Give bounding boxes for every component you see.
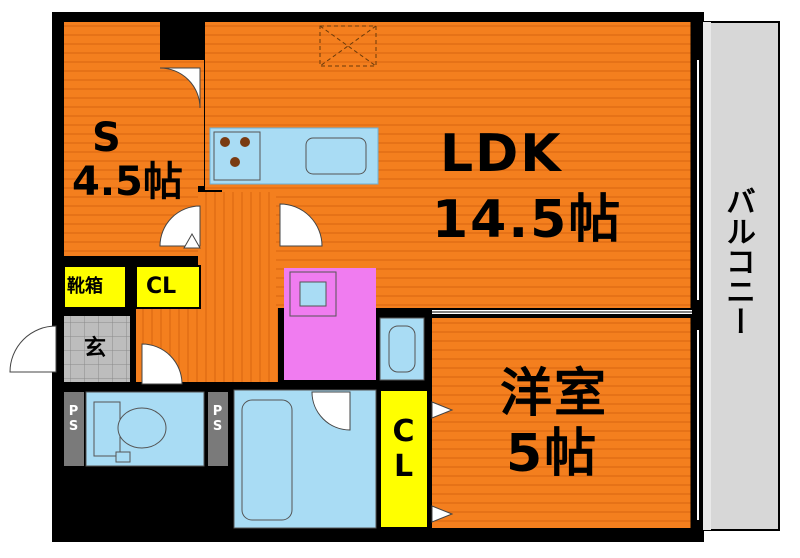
door-swing-entrance xyxy=(9,325,57,373)
room-western xyxy=(432,318,692,528)
room-ldk-name: LDK xyxy=(440,124,563,184)
room-s-name: S xyxy=(92,115,121,161)
balcony-label: バルコニー xyxy=(720,186,755,336)
entrance-label: 玄 xyxy=(84,336,107,361)
closet-right xyxy=(379,389,429,529)
door-swing-s xyxy=(159,67,201,109)
kitchen-sink xyxy=(305,137,367,175)
entrance xyxy=(64,316,130,382)
range-hood xyxy=(319,25,377,67)
door-swing-hall xyxy=(141,343,183,385)
closet-top xyxy=(135,265,201,309)
closet-top-label: CL xyxy=(146,274,177,299)
room-ldk-size: 14.5帖 xyxy=(432,190,623,250)
shoe-box xyxy=(63,265,127,309)
ps-right-label: PS xyxy=(210,404,225,434)
room-western-size: 5帖 xyxy=(506,424,599,484)
bathtub xyxy=(241,399,293,521)
ps-left-label: PS xyxy=(66,404,81,434)
ps-right-area xyxy=(208,392,228,466)
ps-left-area xyxy=(64,392,84,466)
room-s-size: 4.5帖 xyxy=(72,159,183,205)
shoe-box-label: 靴箱 xyxy=(67,276,103,297)
closet-right-label: CL xyxy=(386,414,421,484)
door-swing-s2 xyxy=(159,205,201,247)
room-western-name: 洋室 xyxy=(500,364,609,424)
balcony xyxy=(702,21,780,531)
door-swing-ldk xyxy=(279,203,323,247)
door-swing-bath xyxy=(311,391,351,431)
